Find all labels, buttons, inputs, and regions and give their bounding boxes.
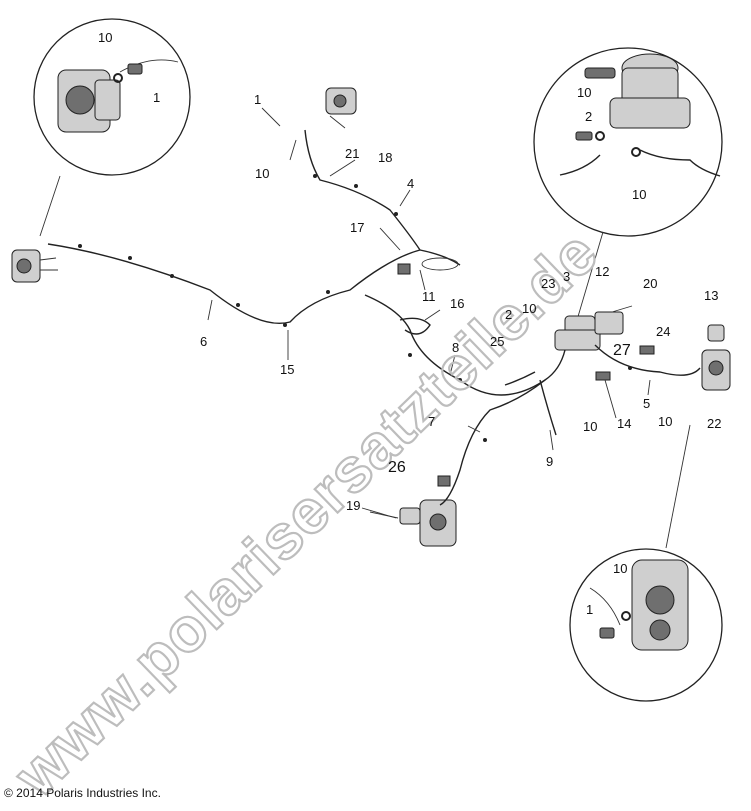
callout-10: 10: [583, 419, 597, 434]
callout-7: 7: [428, 414, 435, 429]
callout-15: 15: [280, 362, 294, 377]
leader-lines: [207, 107, 651, 519]
callout-17: 17: [350, 220, 364, 235]
callout-12: 12: [595, 264, 609, 279]
detail-rear-right-caliper: [569, 424, 723, 702]
callout-16: 16: [450, 296, 464, 311]
detail-master-cylinder: [533, 47, 723, 321]
callout-14: 14: [617, 416, 631, 431]
callout-13: 13: [704, 288, 718, 303]
rear-left-caliper: [369, 499, 457, 547]
callout-11: 11: [422, 289, 436, 304]
callout-25: 25: [490, 334, 504, 349]
callout-10: 10: [632, 187, 646, 202]
callout-10: 10: [658, 414, 672, 429]
watermark: www.polarisersatzteile.de: [1, 218, 611, 811]
front-left-caliper: [11, 249, 58, 283]
callout-10: 10: [613, 561, 627, 576]
callout-24: 24: [656, 324, 670, 339]
callout-27: 27: [613, 342, 631, 359]
callout-20: 20: [643, 276, 657, 291]
line-clips: [78, 174, 655, 487]
callout-2: 2: [585, 109, 592, 124]
callout-22: 22: [707, 416, 721, 431]
callout-23: 23: [541, 276, 555, 291]
rear-right-caliper: [701, 324, 731, 391]
callout-2: 2: [505, 307, 512, 322]
callout-10: 10: [522, 301, 536, 316]
copyright-notice: © 2014 Polaris Industries Inc.: [4, 786, 161, 800]
callout-10: 10: [255, 166, 269, 181]
callout-1: 1: [153, 90, 160, 105]
callout-9: 9: [546, 454, 553, 469]
callout-3: 3: [563, 269, 570, 284]
callout-1: 1: [254, 92, 261, 107]
callout-8: 8: [452, 340, 459, 355]
callout-18: 18: [378, 150, 392, 165]
master-cylinder-assembly: [554, 305, 633, 351]
callout-1: 1: [586, 602, 593, 617]
callout-10: 10: [98, 30, 112, 45]
callout-26: 26: [388, 459, 406, 476]
callout-19: 19: [346, 498, 360, 513]
callout-4: 4: [407, 176, 414, 191]
detail-front-left-caliper: [33, 18, 191, 237]
callout-6: 6: [200, 334, 207, 349]
callout-5: 5: [643, 396, 650, 411]
callouts: 10 1 1 21 18 10 4 17 11 16 6 15 8 2 10 1…: [98, 30, 721, 617]
brake-lines: [47, 129, 701, 506]
callout-21: 21: [345, 146, 359, 161]
callout-10: 10: [577, 85, 591, 100]
front-right-caliper: [325, 87, 357, 129]
